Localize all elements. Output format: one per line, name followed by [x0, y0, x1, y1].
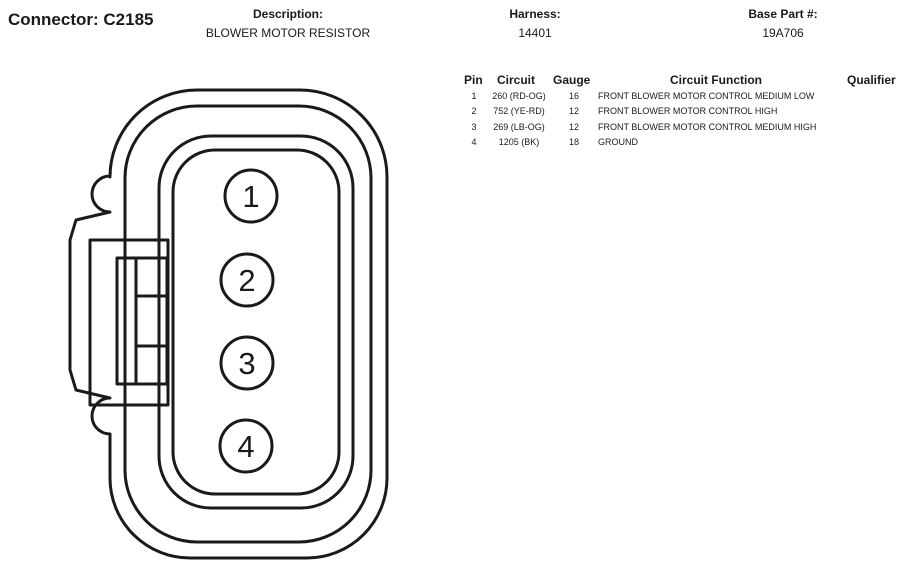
pin-2: 2: [219, 252, 275, 308]
harness-label: Harness:: [509, 7, 561, 21]
column-header-qualifier: Qualifier: [847, 73, 896, 87]
description-value: BLOWER MOTOR RESISTOR: [205, 26, 371, 40]
circuit-function-cell: FRONT BLOWER MOTOR CONTROL MEDIUM LOW: [598, 91, 815, 101]
pin-circle: [219, 252, 275, 308]
pin-number-cell: 2: [471, 106, 477, 116]
pin-number-cell: 1: [471, 91, 477, 101]
pin-circle: [219, 335, 275, 391]
table-row: 2 752 (YE-RD) 12 FRONT BLOWER MOTOR CONT…: [0, 104, 911, 119]
gauge-cell: 12: [568, 106, 579, 116]
column-header-gauge: Gauge: [553, 73, 591, 87]
connector-face-diagram: 1 2 3 4: [68, 88, 389, 560]
connector-housing-outer: [68, 88, 389, 560]
circuit-function-cell: GROUND: [598, 137, 638, 147]
locking-tab-outer: [88, 238, 170, 407]
connector-title: Connector: C2185: [8, 10, 154, 29]
gauge-cell: 12: [568, 122, 579, 132]
harness-value: 14401: [518, 26, 552, 40]
column-header-circuit: Circuit: [497, 73, 536, 87]
locking-tab-inner: [115, 256, 169, 386]
pin-4: 4: [218, 418, 274, 474]
pin-number-cell: 4: [471, 137, 477, 147]
base-part-label: Base Part #:: [748, 7, 818, 21]
table-row: 1 260 (RD-OG) 16 FRONT BLOWER MOTOR CONT…: [0, 89, 911, 104]
pin-number: 3: [238, 346, 255, 381]
pin-circle: [223, 168, 279, 224]
column-header-circuit-function: Circuit Function: [670, 73, 762, 87]
gauge-cell: 16: [568, 91, 579, 101]
circuit-cell: 752 (YE-RD): [493, 106, 545, 116]
connector-housing-inner-wall: [123, 104, 373, 544]
circuit-cell: 1205 (BK): [498, 137, 540, 147]
pin-number: 1: [242, 179, 259, 214]
circuit-cell: 269 (LB-OG): [493, 122, 545, 132]
pin-number-cell: 3: [471, 122, 477, 132]
pin-circle: [218, 418, 274, 474]
pin-number: 4: [237, 429, 254, 464]
description-label: Description:: [252, 7, 323, 21]
pin-number: 2: [238, 263, 255, 298]
base-part-value: 19A706: [762, 26, 804, 40]
column-header-pin: Pin: [464, 73, 483, 87]
gauge-cell: 18: [568, 137, 579, 147]
pin-cavity-outer: [157, 134, 355, 510]
table-row: 4 1205 (BK) 18 GROUND: [0, 135, 911, 150]
pin-cavity-inner: [171, 148, 341, 496]
table-row: 3 269 (LB-OG) 12 FRONT BLOWER MOTOR CONT…: [0, 120, 911, 135]
pin-3: 3: [219, 335, 275, 391]
circuit-cell: 260 (RD-OG): [492, 91, 546, 101]
pin-1: 1: [223, 168, 279, 224]
circuit-function-cell: FRONT BLOWER MOTOR CONTROL MEDIUM HIGH: [598, 122, 817, 132]
circuit-function-cell: FRONT BLOWER MOTOR CONTROL HIGH: [598, 106, 778, 116]
